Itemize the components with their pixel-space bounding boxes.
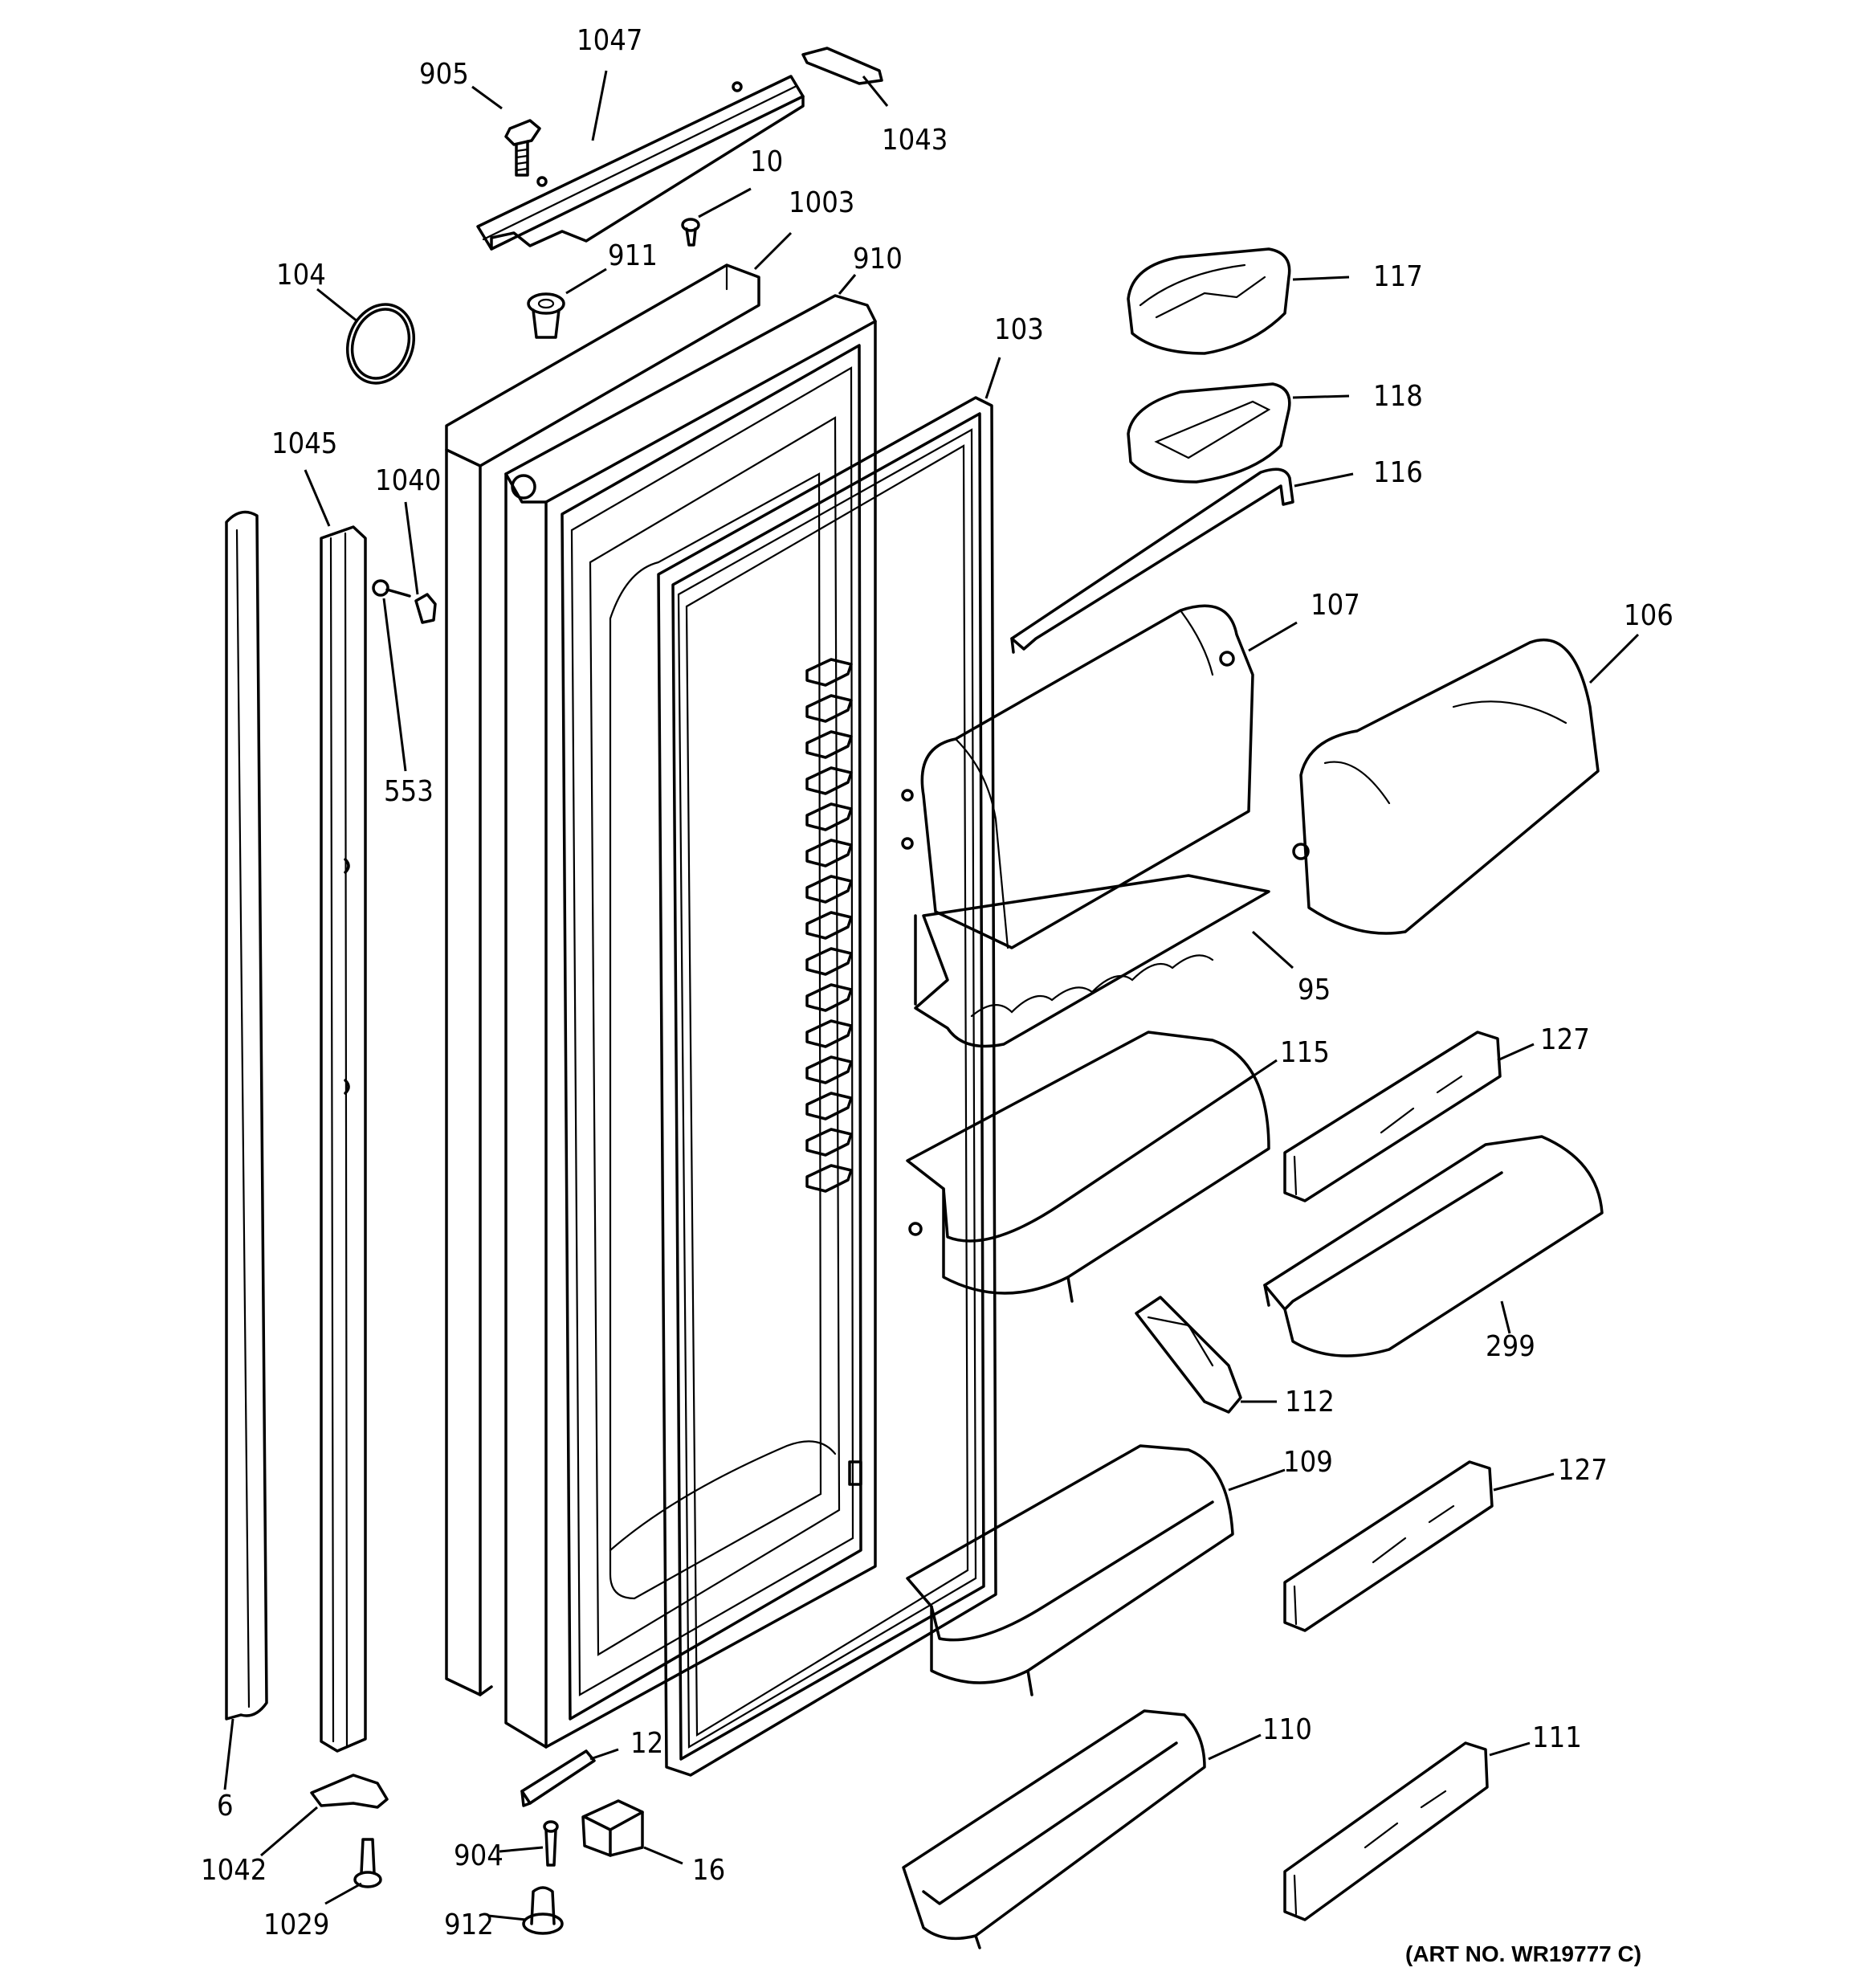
callout-1045: 1045 <box>271 427 337 460</box>
part-904-screw <box>543 1820 559 1867</box>
part-12-bracket <box>520 1749 596 1807</box>
part-103-door-gasket <box>657 396 997 1777</box>
part-107-covered-bin <box>901 604 1254 949</box>
part-1042-bracket <box>310 1774 389 1809</box>
callout-117: 117 <box>1373 260 1423 293</box>
callout-127b: 127 <box>1558 1454 1608 1487</box>
callout-299: 299 <box>1486 1330 1535 1363</box>
part-117-dispenser-cover <box>1127 247 1291 355</box>
part-10-screw <box>681 218 700 247</box>
part-553-screw <box>372 579 411 598</box>
part-106-clear-cover <box>1292 638 1600 935</box>
part-112-divider <box>1135 1296 1242 1414</box>
part-299-door-bin <box>1263 1135 1604 1357</box>
callout-904: 904 <box>454 1839 503 1872</box>
part-905-bolt <box>504 119 541 177</box>
callout-104: 104 <box>276 259 326 292</box>
part-118-tray <box>1127 382 1291 484</box>
part-111-panel <box>1283 1741 1489 1921</box>
callout-103: 103 <box>994 313 1044 346</box>
callout-1047: 1047 <box>577 24 642 57</box>
callout-12: 12 <box>630 1727 663 1760</box>
part-6-seal-strip <box>225 510 268 1721</box>
part-911-bushing <box>527 292 565 339</box>
callout-1003: 1003 <box>789 186 854 219</box>
part-104-ring <box>345 303 416 385</box>
callout-553: 553 <box>384 775 434 808</box>
shelf-support-tabs <box>805 658 853 1193</box>
part-110-door-bin <box>902 1709 1206 1949</box>
callout-905: 905 <box>419 58 469 91</box>
callout-127a: 127 <box>1540 1023 1590 1056</box>
callout-16: 16 <box>692 1854 725 1887</box>
callout-110: 110 <box>1262 1713 1312 1746</box>
part-127-lower-panel <box>1283 1460 1494 1632</box>
callout-95: 95 <box>1298 974 1331 1006</box>
callout-10: 10 <box>750 145 783 178</box>
callout-6: 6 <box>217 1790 234 1823</box>
callout-111: 111 <box>1532 1721 1582 1754</box>
callout-1040: 1040 <box>375 464 441 497</box>
callout-116: 116 <box>1373 456 1423 489</box>
callout-1043: 1043 <box>882 124 948 157</box>
part-116-rail <box>1010 467 1294 654</box>
callout-1029: 1029 <box>263 1908 329 1941</box>
part-1040-cam <box>414 593 437 624</box>
callout-910: 910 <box>853 243 903 276</box>
callout-115: 115 <box>1280 1036 1330 1069</box>
callout-1042: 1042 <box>201 1854 267 1887</box>
part-109-door-bin <box>906 1444 1234 1696</box>
part-127-upper-panel <box>1283 1031 1502 1202</box>
callout-106: 106 <box>1624 599 1673 632</box>
part-1045-seal-channel <box>320 525 367 1753</box>
part-910-door-frame <box>504 294 877 1749</box>
part-1003-door-outer-panel <box>445 263 760 1696</box>
part-1047-top-hinge-bracket <box>476 75 805 251</box>
callout-112: 112 <box>1285 1386 1335 1419</box>
callout-118: 118 <box>1373 380 1423 413</box>
part-115-door-bin <box>906 1031 1270 1303</box>
art-number: (ART NO. WR19777 C) <box>1405 1941 1641 1966</box>
leader-lines <box>223 70 1640 1921</box>
callout-911: 911 <box>608 239 658 272</box>
part-95-wire-rack <box>914 874 1270 1048</box>
callout-107: 107 <box>1311 589 1360 622</box>
part-16-bottom-hinge <box>581 1799 644 1857</box>
part-1043-hinge-cover <box>801 47 883 85</box>
part-1029-screw <box>353 1838 382 1888</box>
part-912-bushing <box>522 1886 564 1935</box>
callout-109: 109 <box>1283 1446 1333 1479</box>
callout-912: 912 <box>444 1908 494 1941</box>
